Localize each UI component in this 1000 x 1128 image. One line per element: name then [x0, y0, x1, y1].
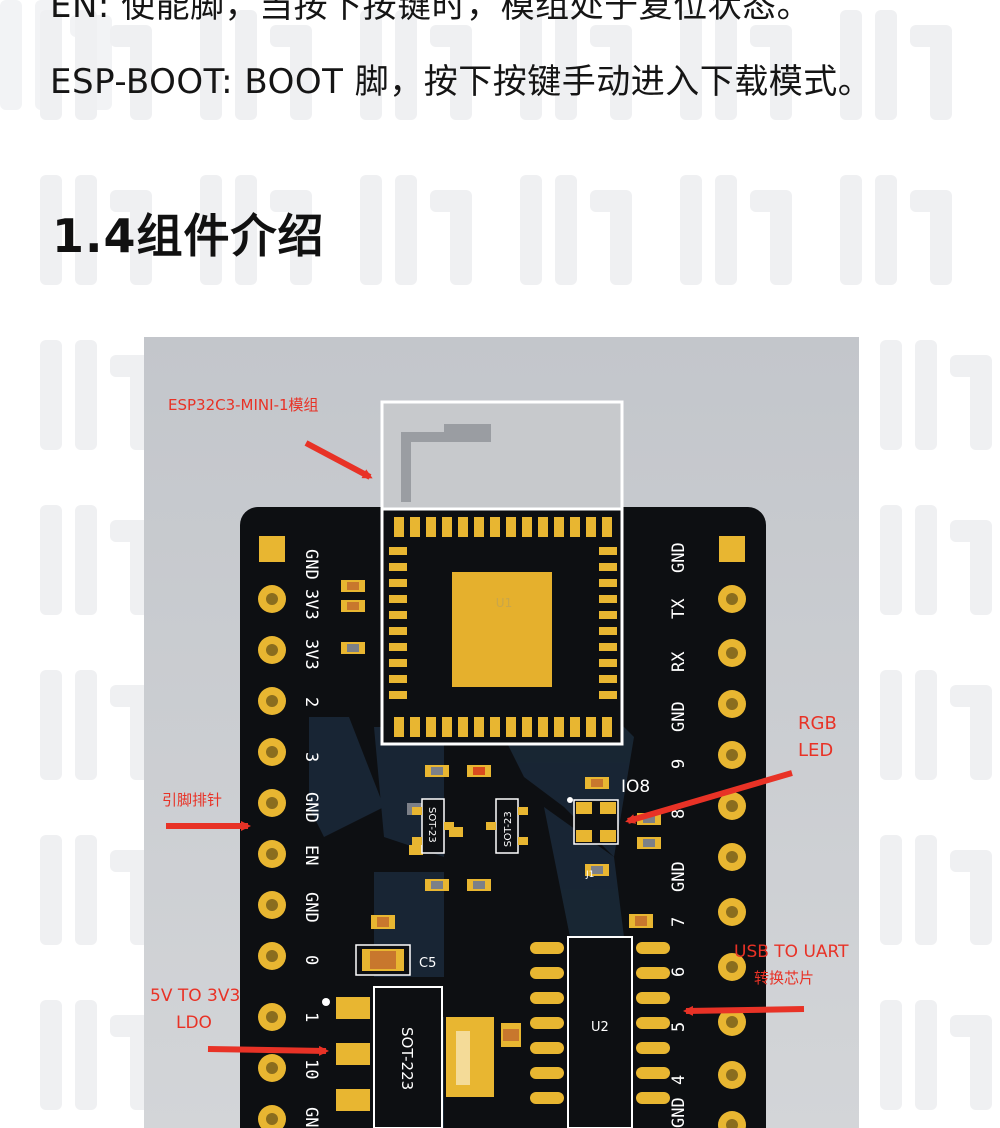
boot-pin-description: ESP-BOOT: BOOT 脚，按下按键手动进入下载模式。 — [50, 62, 872, 102]
usb-uart-callout-arrow — [686, 1009, 804, 1011]
right-pin-label: 4 — [669, 1075, 689, 1085]
c5-label: C5 — [419, 956, 436, 971]
left-pin-label: 3 — [301, 752, 321, 762]
right-pin-label: RX — [669, 651, 689, 672]
section-title: 1.4组件介绍 — [52, 200, 325, 266]
u2-label: U2 — [591, 1020, 609, 1035]
left-pin-label: GND — [301, 792, 321, 823]
sot223-label: SOT-223 — [398, 1027, 416, 1090]
left-pin-label: 3V3 — [301, 639, 321, 670]
left-pin-label: EN — [301, 845, 321, 865]
right-pin-label: GND — [669, 861, 689, 892]
rgb-led-callout-line2: LED — [798, 740, 833, 761]
module-ref-label: U1 — [496, 596, 512, 610]
right-pin-label: GND — [669, 1097, 689, 1128]
rgb-led-callout-line1: RGB — [798, 713, 837, 734]
en-pin-description: EN: 使能脚，当按下按键时，模组处于复位状态。 — [50, 0, 811, 26]
sot23-label-b: SOT-23 — [503, 811, 514, 847]
board-diagram: U1 ESP32C3-MINI-1模组 GND 3V3 3V3 2 3 GN — [144, 337, 859, 1128]
left-pin-label: 3V3 — [301, 589, 321, 620]
c5-capacitor — [356, 945, 410, 975]
ldo-callout-line1: 5V TO 3V3 — [150, 986, 240, 1006]
right-pin-label: GND — [669, 542, 689, 573]
rgb-led — [567, 797, 618, 844]
usb-uart-callout-line2: 转换芯片 — [754, 969, 814, 987]
sot23-label-a: SOT-23 — [426, 807, 437, 843]
right-pin-label: 5 — [669, 1022, 689, 1032]
j1-label: J1 — [585, 870, 594, 880]
left-pin-label: GND — [301, 892, 321, 923]
left-pin-label: GND — [301, 1107, 321, 1128]
right-pin-label: 9 — [669, 759, 689, 769]
right-pin-label: GND — [669, 701, 689, 732]
antenna-outline — [382, 402, 622, 517]
pin-header-callout-label: 引脚排针 — [162, 791, 222, 809]
left-pin-label: 0 — [301, 955, 321, 965]
ldo-callout-arrow — [208, 1049, 326, 1051]
left-pin-label: 1 — [301, 1012, 321, 1022]
module-callout-label: ESP32C3-MINI-1模组 — [168, 396, 319, 414]
ldo-callout-line2: LDO — [176, 1013, 212, 1033]
io8-label: IO8 — [621, 777, 650, 797]
left-pin-label: 10 — [301, 1059, 321, 1079]
right-pin-label: TX — [669, 598, 689, 619]
right-pin-label: 7 — [669, 917, 689, 927]
right-pin-label: 6 — [669, 967, 689, 977]
left-pin-label: GND — [301, 549, 321, 580]
left-pin-label: 2 — [301, 697, 321, 707]
usb-uart-callout-line1: USB TO UART — [734, 942, 849, 962]
